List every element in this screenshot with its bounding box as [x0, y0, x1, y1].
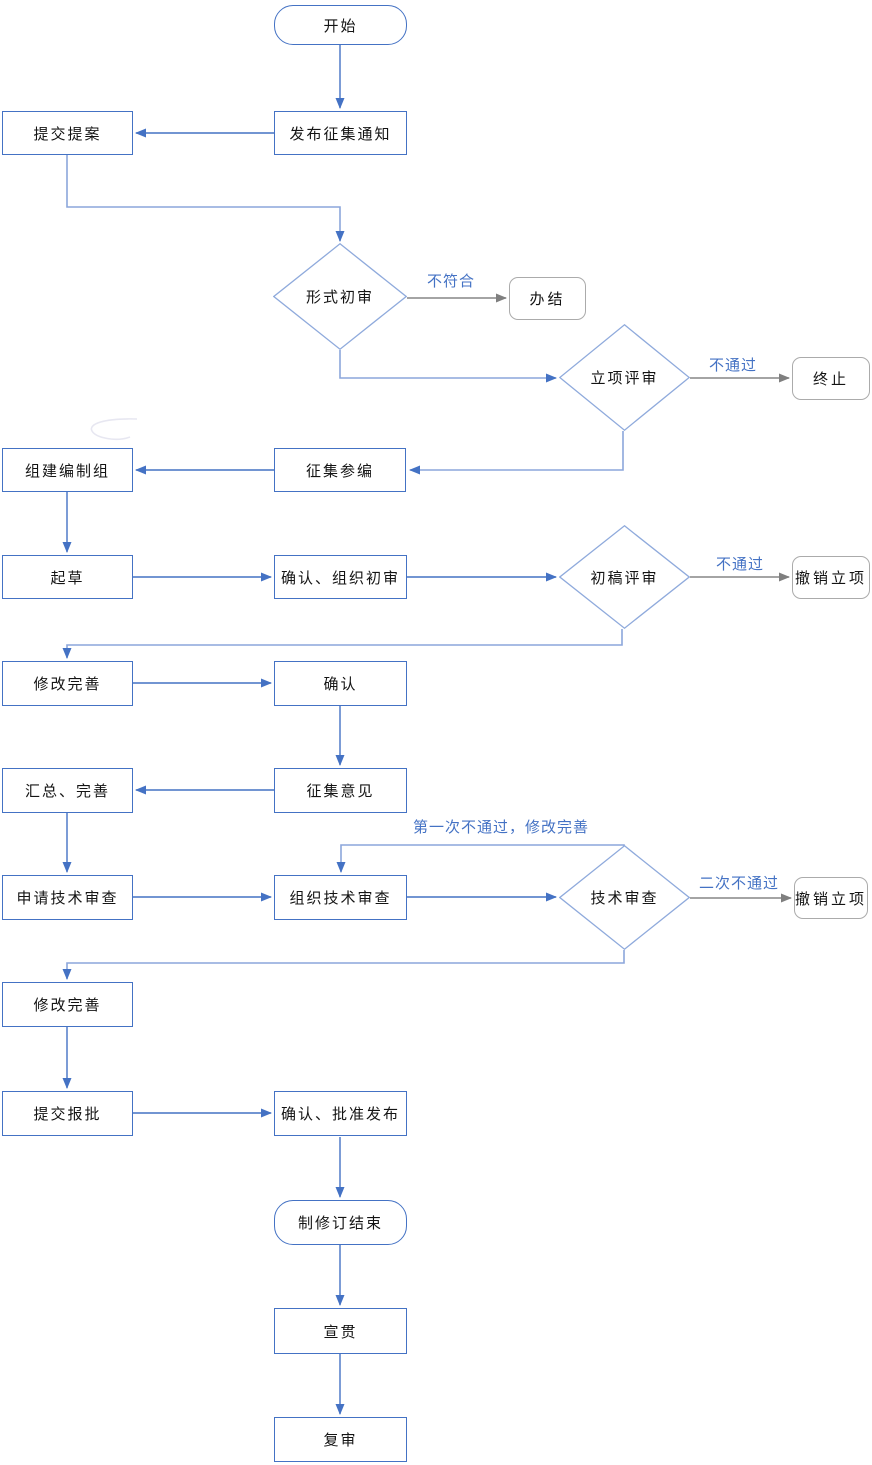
edge-techreview-to-revise2 — [62, 950, 625, 980]
artifact-swoosh — [90, 418, 138, 440]
edge-approval-to-solicit — [409, 431, 624, 475]
edge-techreview-first-fail-loop — [336, 844, 625, 873]
edge-draftreview-to-revise1 — [62, 629, 623, 659]
edge-submit-to-formal — [66, 155, 345, 242]
edge-formal-to-approval — [339, 350, 557, 383]
